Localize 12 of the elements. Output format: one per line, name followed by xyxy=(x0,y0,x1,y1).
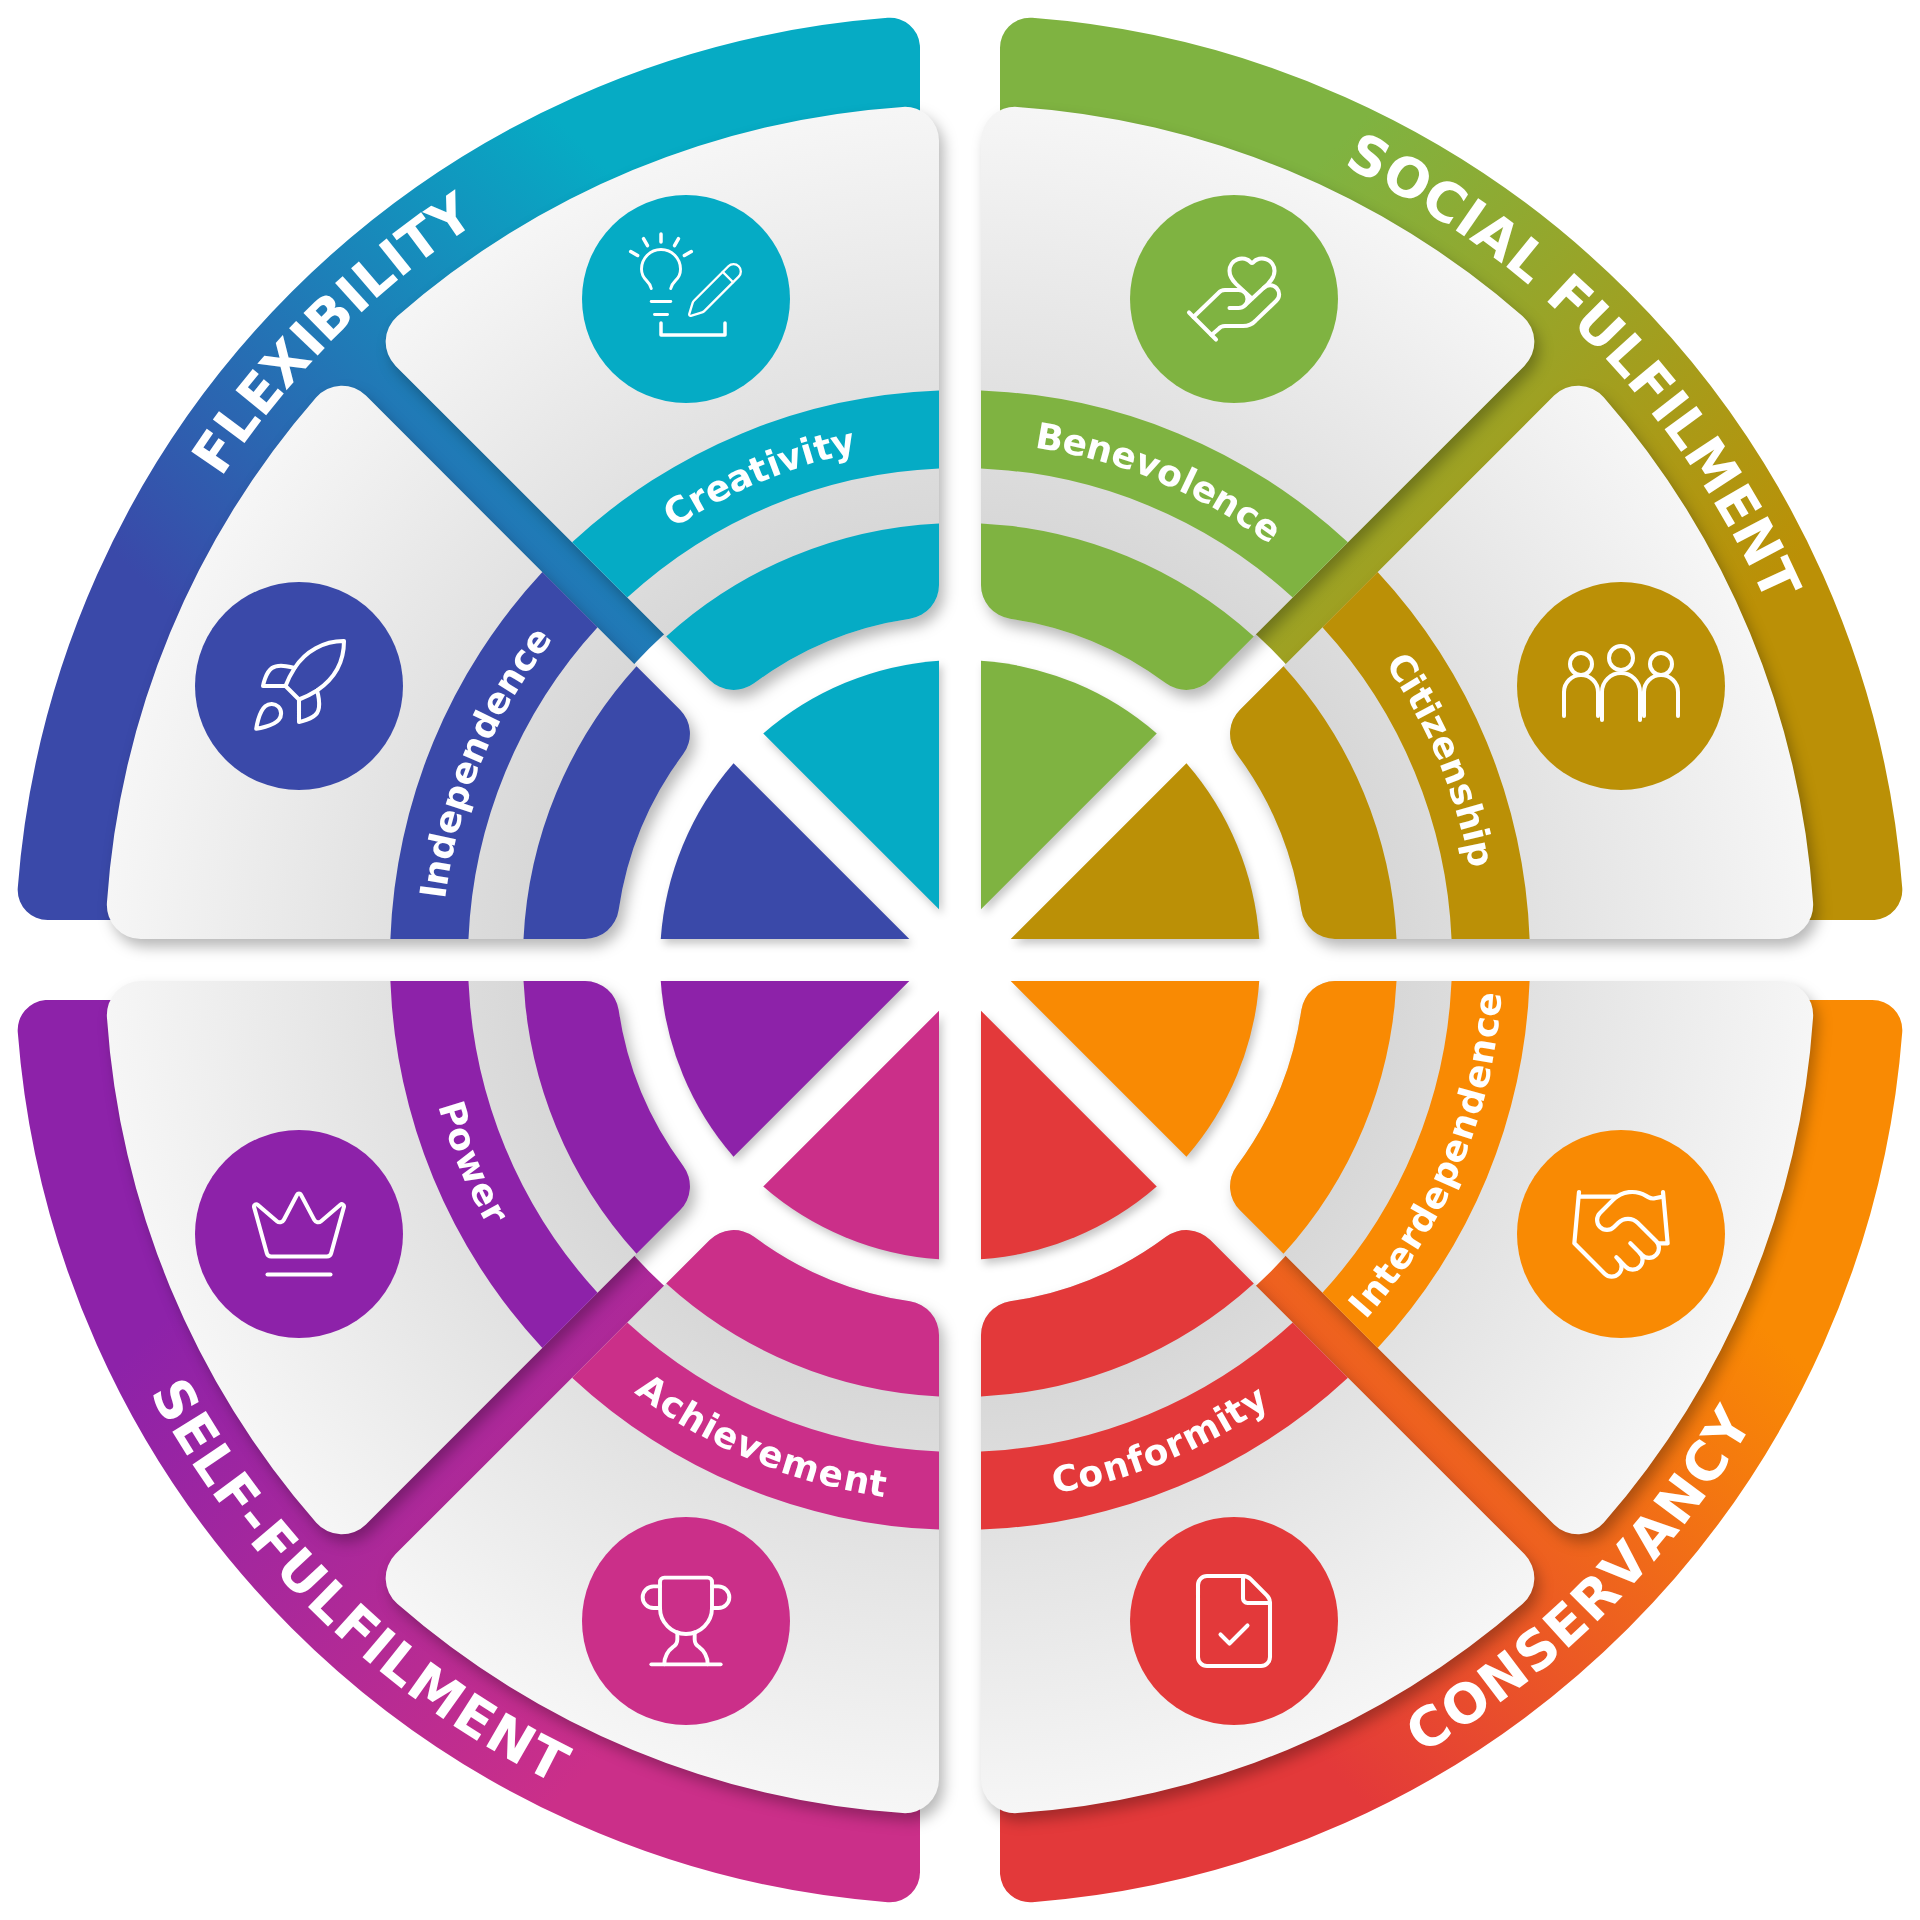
category-title: CONSERVANCY xyxy=(1398,1398,1762,1762)
segment-label: Power xyxy=(431,1096,515,1230)
segment-label: Citizenship xyxy=(1379,646,1500,871)
segment-label: Benevolence xyxy=(1032,417,1288,550)
segment-label: Interdependence xyxy=(1342,989,1508,1324)
segment-label: Achievement xyxy=(629,1368,890,1503)
category-title: SELF-FULFILMENT xyxy=(142,1370,577,1793)
segment-label: Independence xyxy=(415,620,559,901)
category-title: SOCIAL FULFILMENT xyxy=(1338,125,1809,609)
segment-label: Conformity xyxy=(1048,1379,1274,1500)
category-title: FLEXIBILITY xyxy=(183,183,484,484)
segment-label: Creativity xyxy=(657,422,859,534)
